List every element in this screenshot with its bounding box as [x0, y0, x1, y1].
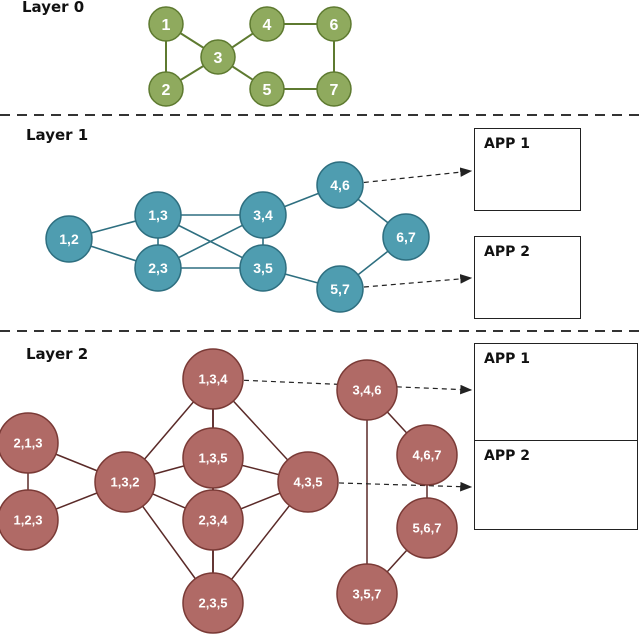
- app-arrow-0: [363, 167, 473, 184]
- node-circle: [396, 424, 458, 486]
- node-circle: [239, 244, 287, 292]
- node-label: 2,3,4: [199, 513, 229, 528]
- node-layer0-7: 7: [316, 71, 352, 107]
- node-layer0-4: 4: [249, 6, 285, 42]
- node-layer2-1-3-4: 1,3,4: [182, 348, 244, 410]
- layer-1-title: Layer 1: [26, 126, 89, 144]
- node-label: 3,5: [253, 260, 273, 276]
- node-label: 1,3,5: [199, 451, 228, 466]
- node-label: 2,3: [148, 260, 168, 276]
- node-label: 4,6: [330, 177, 350, 193]
- node-label: 1,3: [148, 207, 168, 223]
- node-circle: [316, 265, 364, 313]
- node-circle: [134, 191, 182, 239]
- node-circle: [316, 161, 364, 209]
- node-layer1-5-7: 5,7: [316, 265, 364, 313]
- node-label: 5: [263, 82, 272, 99]
- node-label: 7: [330, 82, 339, 99]
- node-label: 1,3,4: [199, 372, 229, 387]
- node-label: 5,6,7: [413, 521, 442, 536]
- app-title: APP 2: [484, 244, 530, 260]
- node-label: 1,3,2: [111, 475, 140, 490]
- node-label: 2: [162, 82, 171, 99]
- node-layer2-2-3-4: 2,3,4: [182, 489, 244, 551]
- node-circle: [249, 6, 285, 42]
- layer-2-title: Layer 2: [26, 345, 89, 363]
- app-title: APP 1: [484, 351, 530, 367]
- node-circle: [148, 71, 184, 107]
- node-layer1-4-6: 4,6: [316, 161, 364, 209]
- app-box-layer2-app2: APP 2: [474, 440, 638, 530]
- app-box-layer1-app1: APP 1: [474, 128, 581, 211]
- node-layer2-1-3-2: 1,3,2: [94, 451, 156, 513]
- node-circle: [239, 191, 287, 239]
- node-layer1-3-4: 3,4: [239, 191, 287, 239]
- node-circle: [45, 215, 93, 263]
- node-label: 5,7: [330, 281, 350, 297]
- node-label: 4,6,7: [413, 448, 442, 463]
- node-label: 3,4: [253, 207, 273, 223]
- app-arrow-1: [363, 274, 473, 288]
- node-layer2-2-3-5: 2,3,5: [182, 572, 244, 634]
- app-title: APP 2: [484, 448, 530, 464]
- node-layer1-6-7: 6,7: [382, 213, 430, 261]
- node-circle: [249, 71, 285, 107]
- node-layer2-3-4-6: 3,4,6: [336, 359, 398, 421]
- app-arrow-3: [338, 481, 473, 492]
- node-label: 3,4,6: [353, 383, 382, 398]
- node-label: 2,1,3: [14, 436, 43, 451]
- node-circle: [396, 497, 458, 559]
- node-layer2-2-1-3: 2,1,3: [0, 412, 59, 474]
- node-layer2-1-2-3: 1,2,3: [0, 489, 59, 551]
- node-layer1-3-5: 3,5: [239, 244, 287, 292]
- node-layer2-3-5-7: 3,5,7: [336, 563, 398, 625]
- node-layer1-1-3: 1,3: [134, 191, 182, 239]
- node-layer2-5-6-7: 5,6,7: [396, 497, 458, 559]
- node-layer0-1: 1: [148, 6, 184, 42]
- node-circle: [336, 359, 398, 421]
- node-layer0-6: 6: [316, 6, 352, 42]
- node-label: 6,7: [396, 229, 416, 245]
- node-circle: [148, 6, 184, 42]
- node-circle: [94, 451, 156, 513]
- node-label: 4: [263, 17, 272, 34]
- node-layer0-3: 3: [200, 39, 236, 75]
- node-circle: [316, 6, 352, 42]
- node-circle: [200, 39, 236, 75]
- node-circle: [182, 427, 244, 489]
- node-circle: [134, 244, 182, 292]
- graph-nodes: 1 2 3 4 5 6 7 1,2 1,3 2,3 3,4 3,5 4,6 5,7 6,7 2,1,3 1,2,…: [0, 6, 627, 634]
- node-circle: [0, 489, 59, 551]
- node-label: 4,3,5: [294, 475, 323, 490]
- node-circle: [316, 71, 352, 107]
- node-layer2-4-6-7: 4,6,7: [396, 424, 458, 486]
- node-layer2-4-3-5: 4,3,5: [277, 451, 339, 513]
- node-layer2-1-3-5: 1,3,5: [182, 427, 244, 489]
- app-box-layer1-app2: APP 2: [474, 236, 581, 319]
- node-circle: [382, 213, 430, 261]
- node-layer1-1-2: 1,2: [45, 215, 93, 263]
- node-layer0-2: 2: [148, 71, 184, 107]
- node-circle: [336, 563, 398, 625]
- app-title: APP 1: [484, 136, 530, 152]
- node-circle: [182, 348, 244, 410]
- app-arrows: [243, 167, 473, 492]
- node-label: 1: [162, 17, 171, 34]
- node-circle: [0, 412, 59, 474]
- node-circle: [182, 572, 244, 634]
- node-label: 3,5,7: [353, 587, 382, 602]
- layer-0-title: Layer 0: [22, 0, 85, 16]
- node-label: 2,3,5: [199, 596, 228, 611]
- node-label: 6: [330, 17, 339, 34]
- node-layer1-2-3: 2,3: [134, 244, 182, 292]
- node-label: 1,2: [59, 231, 79, 247]
- node-circle: [277, 451, 339, 513]
- node-circle: [182, 489, 244, 551]
- app-arrow-2: [243, 379, 473, 395]
- node-label: 3: [214, 50, 223, 67]
- node-label: 1,2,3: [14, 513, 43, 528]
- node-layer0-5: 5: [249, 71, 285, 107]
